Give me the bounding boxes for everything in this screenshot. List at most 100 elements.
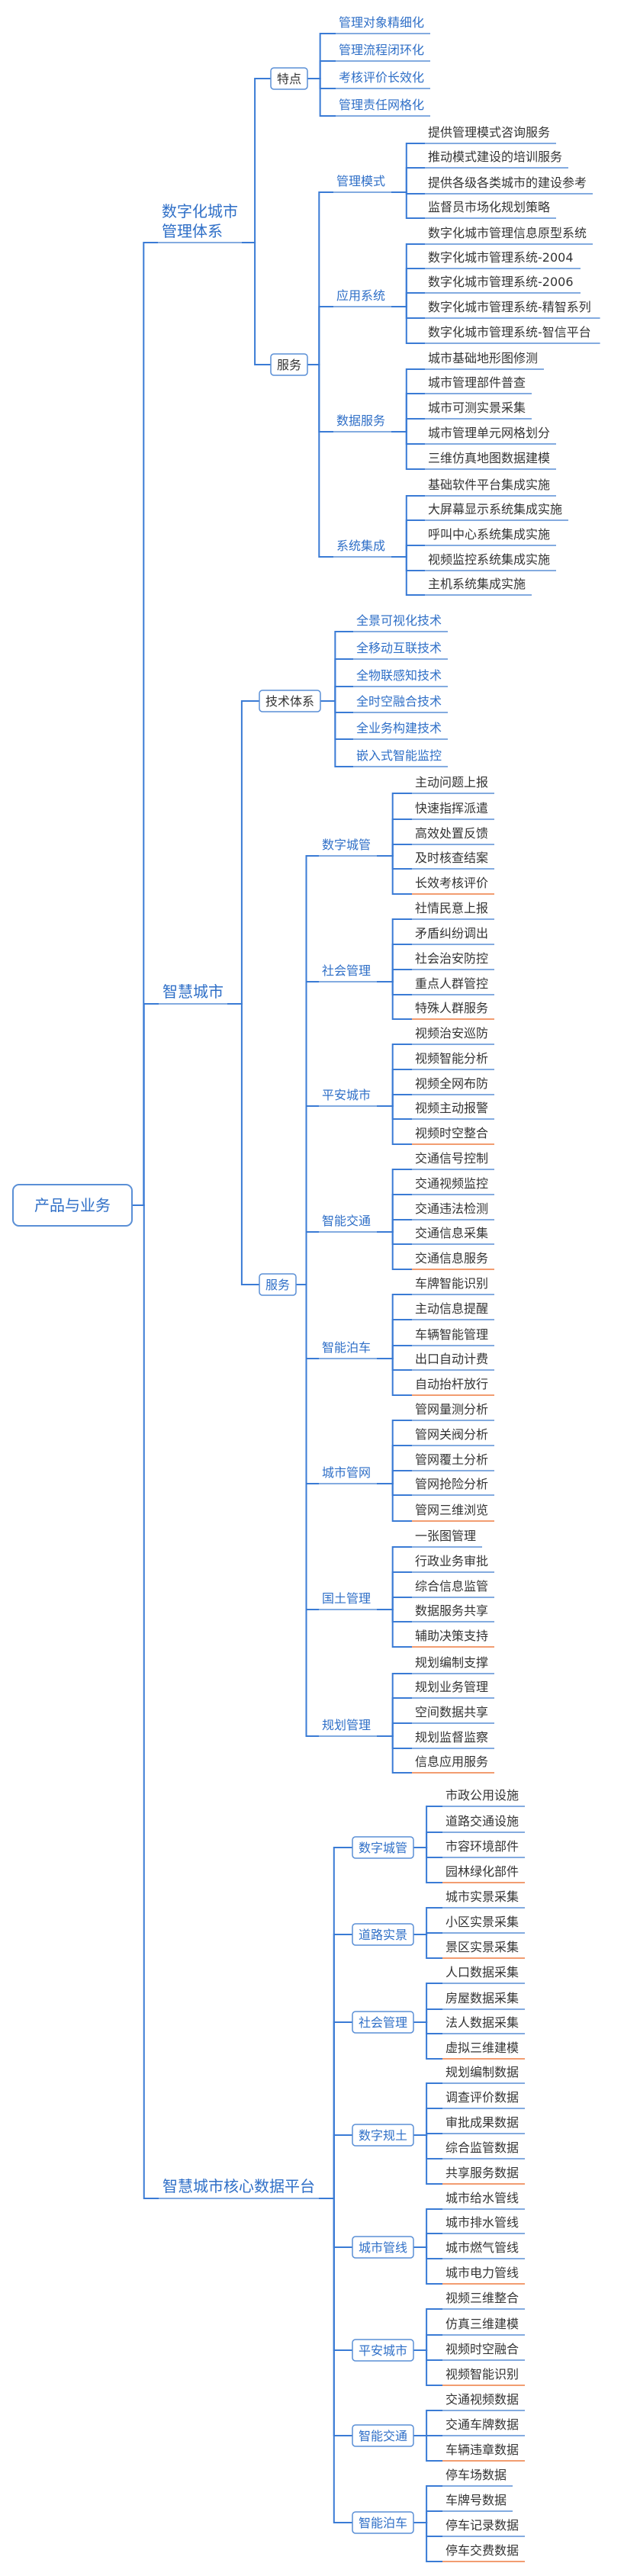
b0-svc-2[interactable]: 数据服务 <box>336 413 385 428</box>
b1-services[interactable]: 服务 <box>265 1278 290 1292</box>
b2-cat-2-item-0[interactable]: 人口数据采集 <box>445 1965 519 1979</box>
b0-svc-2-item-1[interactable]: 城市管理部件普查 <box>428 375 526 390</box>
b2-cat-1-item-2[interactable]: 景区实景采集 <box>445 1940 519 1954</box>
b2-cat-3-item-1[interactable]: 调查评价数据 <box>445 2090 519 2105</box>
b0-features-item-0[interactable]: 管理对象精细化 <box>339 15 424 30</box>
b0-svc-1[interactable]: 应用系统 <box>336 288 385 303</box>
b0-svc-3-item-2[interactable]: 呼叫中心系统集成实施 <box>428 527 550 542</box>
b1-svc-7-item-4[interactable]: 信息应用服务 <box>415 1754 488 1769</box>
b1-svc-2[interactable]: 平安城市 <box>322 1088 371 1102</box>
b0-svc-2-item-4[interactable]: 三维仿真地图数据建模 <box>428 451 550 465</box>
b0-svc-2-item-3[interactable]: 城市管理单元网格划分 <box>428 426 550 440</box>
b2-cat-0[interactable]: 数字城管 <box>359 1841 407 1855</box>
b0-svc-1-item-4[interactable]: 数字化城市管理系统-智信平台 <box>428 325 591 339</box>
b1-tech-item-0[interactable]: 全景可视化技术 <box>356 613 442 628</box>
b2-cat-2[interactable]: 社会管理 <box>359 2015 407 2030</box>
b2-cat-5-item-0[interactable]: 视频三维整合 <box>445 2291 519 2305</box>
b1-svc-6[interactable]: 国土管理 <box>322 1591 371 1606</box>
b1-svc-6-item-4[interactable]: 辅助决策支持 <box>415 1629 488 1643</box>
b2-cat-5-item-3[interactable]: 视频智能识别 <box>445 2367 519 2381</box>
b1-svc-5-item-4[interactable]: 管网三维浏览 <box>415 1503 488 1517</box>
b2-cat-6-item-1[interactable]: 交通车牌数据 <box>445 2417 519 2432</box>
b1-tech-item-2[interactable]: 全物联感知技术 <box>356 668 442 683</box>
b2-cat-3-item-4[interactable]: 共享服务数据 <box>445 2166 519 2180</box>
b1-svc-5[interactable]: 城市管网 <box>322 1465 371 1480</box>
b1-svc-6-item-3[interactable]: 数据服务共享 <box>415 1603 488 1618</box>
b1-svc-1-item-1[interactable]: 矛盾纠纷调出 <box>415 926 488 941</box>
b1-svc-5-item-0[interactable]: 管网量测分析 <box>415 1402 488 1417</box>
b1-svc-2-item-3[interactable]: 视频主动报警 <box>415 1101 488 1115</box>
b1-svc-0-item-1[interactable]: 快速指挥派遣 <box>415 801 488 815</box>
b1-svc-7-item-1[interactable]: 规划业务管理 <box>415 1680 488 1694</box>
b0-svc-1-item-3[interactable]: 数字化城市管理系统-精智系列 <box>428 300 591 314</box>
branch-2-label-0[interactable]: 智慧城市核心数据平台 <box>162 2177 315 2195</box>
b2-cat-3[interactable]: 数字规土 <box>359 2128 407 2143</box>
branch-1-label-0[interactable]: 智慧城市 <box>162 982 224 1001</box>
b1-svc-7-item-3[interactable]: 规划监督监察 <box>415 1730 488 1745</box>
b1-svc-6-item-0[interactable]: 一张图管理 <box>415 1529 476 1543</box>
b1-svc-0-item-3[interactable]: 及时核查结案 <box>415 851 488 865</box>
b0-svc-2-item-2[interactable]: 城市可测实景采集 <box>428 400 526 415</box>
b1-svc-4-item-2[interactable]: 车辆智能管理 <box>415 1327 488 1342</box>
b2-cat-1-item-1[interactable]: 小区实景采集 <box>445 1915 519 1929</box>
b1-svc-3[interactable]: 智能交通 <box>322 1214 371 1228</box>
b0-svc-3-item-3[interactable]: 视频监控系统集成实施 <box>428 552 550 567</box>
b0-svc-3-item-1[interactable]: 大屏幕显示系统集成实施 <box>428 502 562 516</box>
b1-svc-1-item-0[interactable]: 社情民意上报 <box>415 901 488 915</box>
b2-cat-7[interactable]: 智能泊车 <box>359 2516 407 2530</box>
b1-tech-item-3[interactable]: 全时空融合技术 <box>356 694 442 709</box>
b1-svc-5-item-2[interactable]: 管网覆土分析 <box>415 1452 488 1467</box>
b1-svc-3-item-0[interactable]: 交通信号控制 <box>415 1151 488 1166</box>
b0-svc-0-item-1[interactable]: 推动模式建设的培训服务 <box>428 150 562 164</box>
branch-0-label-1[interactable]: 管理体系 <box>162 222 223 240</box>
b0-svc-0-item-0[interactable]: 提供管理模式咨询服务 <box>428 125 550 140</box>
b0-svc-2-item-0[interactable]: 城市基础地形图修测 <box>428 351 538 365</box>
b1-svc-1-item-4[interactable]: 特殊人群服务 <box>415 1001 488 1015</box>
b2-cat-5-item-1[interactable]: 仿真三维建模 <box>445 2317 519 2331</box>
b1-tech-item-4[interactable]: 全业务构建技术 <box>356 721 442 735</box>
b0-features-item-3[interactable]: 管理责任网格化 <box>339 98 424 112</box>
b1-svc-4-item-3[interactable]: 出口自动计费 <box>415 1352 488 1366</box>
b0-svc-0-item-2[interactable]: 提供各级各类城市的建设参考 <box>428 175 587 190</box>
b2-cat-2-item-1[interactable]: 房屋数据采集 <box>445 1991 519 2005</box>
b1-svc-5-item-1[interactable]: 管网关阀分析 <box>415 1427 488 1442</box>
b0-services[interactable]: 服务 <box>277 358 301 372</box>
b2-cat-4-item-0[interactable]: 城市给水管线 <box>445 2191 519 2205</box>
b2-cat-1[interactable]: 道路实景 <box>359 1928 407 1942</box>
b0-svc-3-item-0[interactable]: 基础软件平台集成实施 <box>428 478 550 492</box>
b1-svc-3-item-2[interactable]: 交通违法检测 <box>415 1201 488 1216</box>
b1-svc-1-item-3[interactable]: 重点人群管控 <box>415 976 488 991</box>
b2-cat-7-item-3[interactable]: 停车交费数据 <box>445 2543 519 2558</box>
b2-cat-3-item-3[interactable]: 综合监管数据 <box>445 2140 519 2155</box>
b1-svc-7-item-0[interactable]: 规划编制支撑 <box>415 1655 488 1670</box>
b1-tech-item-1[interactable]: 全移动互联技术 <box>356 641 442 655</box>
b1-tech[interactable]: 技术体系 <box>265 694 314 709</box>
b0-svc-0-item-3[interactable]: 监督员市场化规划策略 <box>428 200 550 214</box>
b0-svc-3[interactable]: 系统集成 <box>336 539 385 553</box>
b1-svc-7-item-2[interactable]: 空间数据共享 <box>415 1705 488 1719</box>
b2-cat-0-item-3[interactable]: 园林绿化部件 <box>445 1864 519 1879</box>
b1-svc-2-item-1[interactable]: 视频智能分析 <box>415 1051 488 1066</box>
b2-cat-6[interactable]: 智能交通 <box>359 2429 407 2443</box>
b2-cat-7-item-0[interactable]: 停车场数据 <box>445 2468 507 2482</box>
b1-svc-4-item-4[interactable]: 自动抬杆放行 <box>415 1377 488 1391</box>
b2-cat-1-item-0[interactable]: 城市实景采集 <box>445 1889 519 1904</box>
b0-features-item-1[interactable]: 管理流程闭环化 <box>339 43 424 57</box>
b1-svc-0-item-0[interactable]: 主动问题上报 <box>415 775 488 790</box>
b1-svc-5-item-3[interactable]: 管网抢险分析 <box>415 1477 488 1491</box>
b1-svc-3-item-1[interactable]: 交通视频监控 <box>415 1176 488 1191</box>
b1-svc-2-item-4[interactable]: 视频时空整合 <box>415 1126 488 1140</box>
b0-svc-1-item-2[interactable]: 数字化城市管理系统-2006 <box>428 275 574 289</box>
b1-svc-4-item-1[interactable]: 主动信息提醒 <box>415 1301 488 1316</box>
root-node[interactable]: 产品与业务 <box>34 1196 111 1214</box>
b1-svc-2-item-2[interactable]: 视频全网布防 <box>415 1076 488 1091</box>
b1-svc-0[interactable]: 数字城管 <box>322 838 371 852</box>
b2-cat-2-item-3[interactable]: 虚拟三维建模 <box>445 2041 519 2055</box>
b1-svc-0-item-4[interactable]: 长效考核评价 <box>415 876 488 890</box>
b1-svc-3-item-4[interactable]: 交通信息服务 <box>415 1251 488 1265</box>
b0-svc-1-item-0[interactable]: 数字化城市管理信息原型系统 <box>428 226 587 240</box>
b1-svc-1-item-2[interactable]: 社会治安防控 <box>415 951 488 966</box>
b2-cat-4-item-1[interactable]: 城市排水管线 <box>445 2215 519 2230</box>
b1-svc-7[interactable]: 规划管理 <box>322 1718 371 1732</box>
b0-svc-3-item-4[interactable]: 主机系统集成实施 <box>428 577 526 591</box>
